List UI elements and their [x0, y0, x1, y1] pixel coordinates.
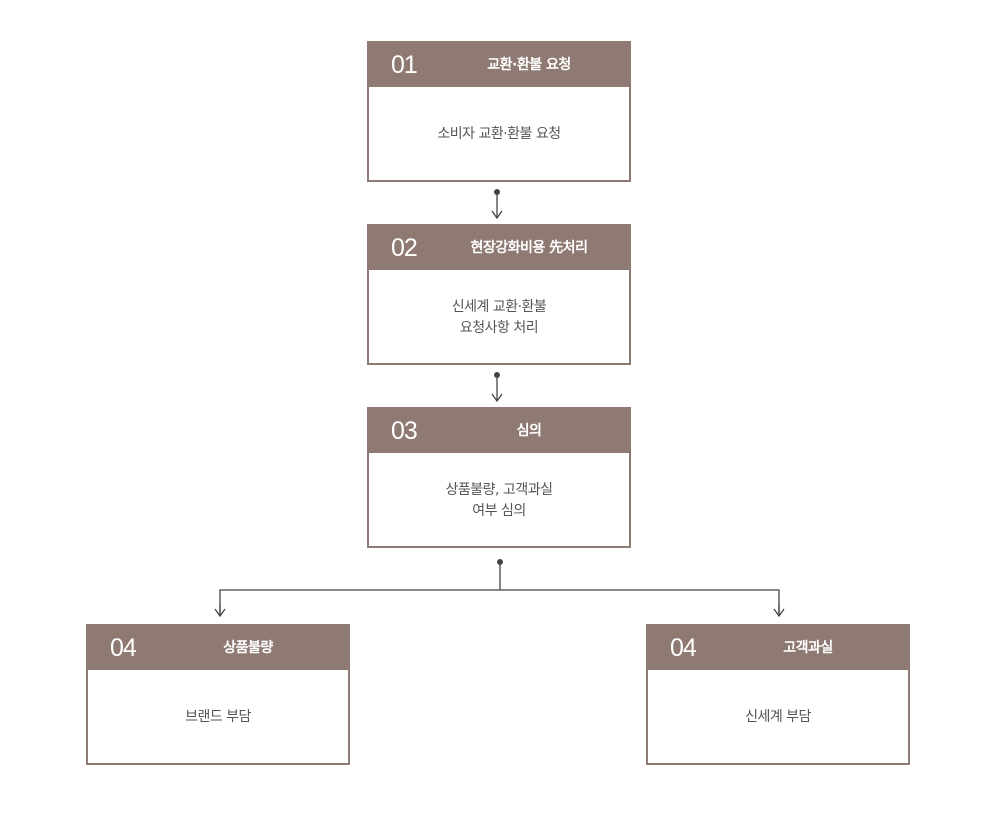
step-number: 03: [391, 417, 418, 445]
step-body-line: 브랜드 부담: [185, 709, 251, 725]
step-body-line: 요청사항 처리: [459, 319, 539, 336]
step-header: 04 상품불량: [88, 626, 348, 670]
step-03-review: 03 심의 상품불량, 고객과실 여부 심의: [367, 407, 631, 548]
step-header: 04 고객과실: [648, 626, 908, 670]
step-body-line: 여부 심의: [472, 502, 526, 519]
connector-01-to-02: [494, 189, 500, 218]
step-04-customer-fault: 04 고객과실 신세계 부담: [646, 624, 910, 765]
step-header: 02 현장강화비용 先처리: [369, 226, 629, 270]
step-body-line: 소비자 교환·환불 요청: [437, 126, 561, 142]
step-title: 심의: [516, 423, 542, 439]
connector-02-to-03: [494, 372, 500, 401]
step-number: 01: [391, 51, 418, 79]
step-04-product-defect: 04 상품불량 브랜드 부담: [86, 624, 350, 765]
step-body: 신세계 교환·환불 요청사항 처리: [369, 270, 629, 365]
step-title: 상품불량: [223, 640, 273, 656]
step-title: 고객과실: [783, 640, 833, 656]
step-header: 01 교환·환불 요청: [369, 43, 629, 87]
step-number: 02: [391, 234, 418, 262]
step-body-line: 신세계 교환·환불: [451, 298, 547, 315]
step-body: 상품불량, 고객과실 여부 심의: [369, 453, 629, 548]
step-02-onsite-processing: 02 현장강화비용 先처리 신세계 교환·환불 요청사항 처리: [367, 224, 631, 365]
step-body: 소비자 교환·환불 요청: [369, 87, 629, 182]
step-title: 교환·환불 요청: [487, 57, 571, 73]
step-title: 현장강화비용 先처리: [470, 240, 588, 256]
step-01-exchange-refund-request: 01 교환·환불 요청 소비자 교환·환불 요청: [367, 41, 631, 182]
step-number: 04: [110, 634, 137, 662]
step-body: 신세계 부담: [648, 670, 908, 765]
step-header: 03 심의: [369, 409, 629, 453]
step-number: 04: [670, 634, 697, 662]
connector-03-branch: [220, 559, 779, 616]
step-body-line: 상품불량, 고객과실: [445, 481, 553, 498]
step-body-line: 신세계 부담: [745, 709, 811, 725]
step-body: 브랜드 부담: [88, 670, 348, 765]
